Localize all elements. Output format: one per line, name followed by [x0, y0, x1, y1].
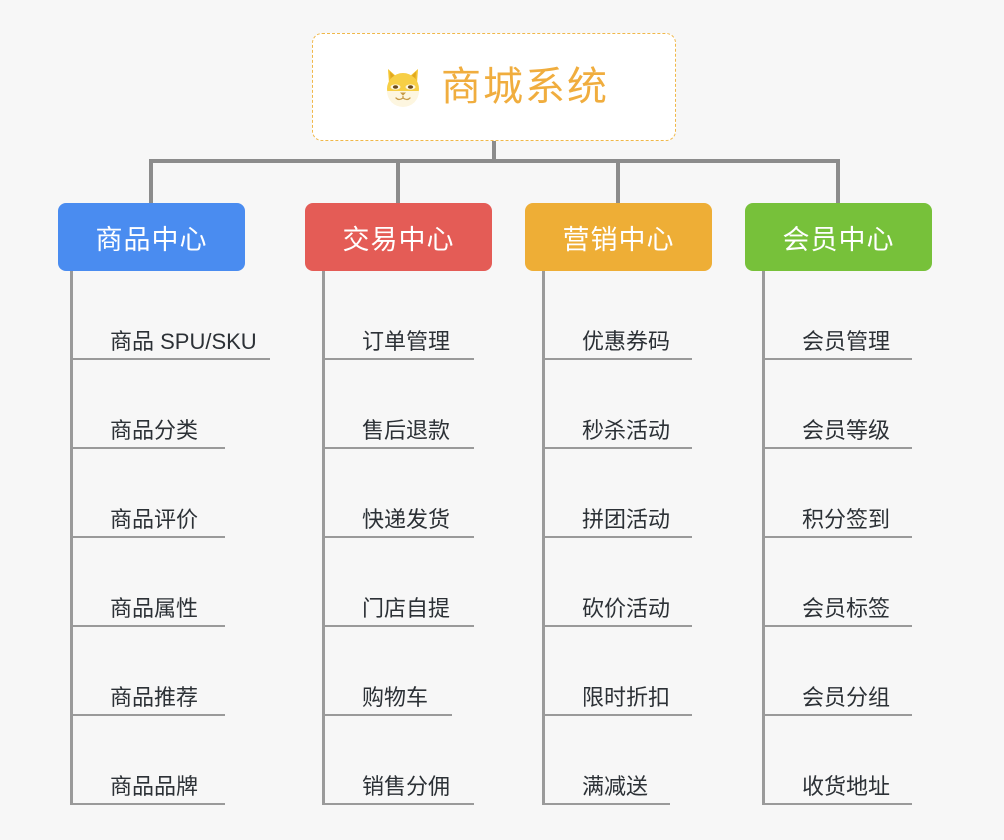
category-label: 交易中心	[342, 224, 455, 255]
leaf-item[interactable]: 购物车	[322, 627, 522, 716]
leaf-item-label: 订单管理	[362, 328, 451, 354]
connector-bus	[150, 159, 840, 163]
leaf-item-underline	[322, 803, 474, 805]
root-title: 商城系统	[441, 65, 609, 109]
leaf-item[interactable]: 会员分组	[762, 627, 962, 716]
category-label: 营销中心	[562, 224, 675, 255]
leaf-item-label: 商品评价	[110, 506, 199, 532]
connector-drop-0	[149, 159, 153, 203]
leaf-item-underline	[762, 714, 912, 716]
category-box-2[interactable]: 营销中心	[525, 203, 712, 271]
leaf-column-1: 订单管理售后退款快递发货门店自提购物车销售分佣	[322, 271, 522, 805]
leaf-item[interactable]: 商品推荐	[70, 627, 270, 716]
leaf-item[interactable]: 满减送	[542, 716, 742, 805]
shiba-dog-face-icon	[379, 63, 427, 111]
leaf-column-2: 优惠券码秒杀活动拼团活动砍价活动限时折扣满减送	[542, 271, 742, 805]
leaf-item-label: 满减送	[582, 773, 649, 799]
leaf-item-underline	[542, 358, 692, 360]
leaf-item-label: 收货地址	[802, 773, 891, 799]
leaf-item-underline	[322, 625, 474, 627]
connector-drop-1	[396, 159, 400, 203]
leaf-item-underline	[322, 714, 452, 716]
leaf-item[interactable]: 售后退款	[322, 360, 522, 449]
leaf-item[interactable]: 商品 SPU/SKU	[70, 271, 270, 360]
leaf-item-underline	[70, 447, 225, 449]
leaf-column-3: 会员管理会员等级积分签到会员标签会员分组收货地址	[762, 271, 962, 805]
leaf-item[interactable]: 商品属性	[70, 538, 270, 627]
leaf-item-underline	[762, 358, 912, 360]
leaf-item[interactable]: 积分签到	[762, 449, 962, 538]
leaf-item[interactable]: 商品品牌	[70, 716, 270, 805]
leaf-item-label: 优惠券码	[582, 328, 671, 354]
leaf-item[interactable]: 订单管理	[322, 271, 522, 360]
leaf-item-label: 商品推荐	[110, 684, 199, 710]
leaf-item-underline	[762, 625, 912, 627]
leaf-item[interactable]: 砍价活动	[542, 538, 742, 627]
category-box-1[interactable]: 交易中心	[305, 203, 492, 271]
leaf-item-label: 秒杀活动	[582, 417, 671, 443]
leaf-item[interactable]: 商品评价	[70, 449, 270, 538]
leaf-item-label: 会员分组	[802, 684, 891, 710]
leaf-item-label: 限时折扣	[582, 684, 671, 710]
leaf-item[interactable]: 会员标签	[762, 538, 962, 627]
leaf-item-underline	[542, 536, 692, 538]
leaf-spine	[322, 271, 325, 805]
leaf-item[interactable]: 商品分类	[70, 360, 270, 449]
leaf-item-underline	[322, 358, 474, 360]
leaf-spine	[70, 271, 73, 805]
leaf-item[interactable]: 门店自提	[322, 538, 522, 627]
leaf-item[interactable]: 会员管理	[762, 271, 962, 360]
leaf-item-label: 快递发货	[362, 506, 451, 532]
connector-drop-2	[616, 159, 620, 203]
leaf-item-underline	[762, 447, 912, 449]
connector-drop-3	[836, 159, 840, 203]
leaf-item[interactable]: 收货地址	[762, 716, 962, 805]
leaf-item[interactable]: 快递发货	[322, 449, 522, 538]
leaf-spine	[762, 271, 765, 805]
category-box-0[interactable]: 商品中心	[58, 203, 245, 271]
leaf-item[interactable]: 拼团活动	[542, 449, 742, 538]
leaf-item-underline	[322, 447, 474, 449]
root-node-shop-system[interactable]: 商城系统	[312, 33, 676, 141]
leaf-item-underline	[70, 358, 270, 360]
category-label: 会员中心	[782, 224, 895, 255]
leaf-item[interactable]: 优惠券码	[542, 271, 742, 360]
leaf-column-0: 商品 SPU/SKU 商品分类商品评价商品属性商品推荐商品品牌	[70, 271, 270, 805]
leaf-item-underline	[322, 536, 474, 538]
leaf-item-label: 商品 SPU/SKU	[110, 328, 257, 354]
category-box-3[interactable]: 会员中心	[745, 203, 932, 271]
leaf-item-label: 会员等级	[802, 417, 891, 443]
leaf-item-underline	[762, 536, 912, 538]
leaf-item-underline	[70, 803, 225, 805]
leaf-spine	[542, 271, 545, 805]
leaf-item-label: 商品属性	[110, 595, 199, 621]
leaf-item-label: 会员标签	[802, 595, 891, 621]
leaf-item-label: 商品品牌	[110, 773, 199, 799]
leaf-item-underline	[70, 536, 225, 538]
leaf-item-label: 拼团活动	[582, 506, 671, 532]
leaf-item-underline	[542, 625, 692, 627]
leaf-item-label: 门店自提	[362, 595, 451, 621]
leaf-item-label: 销售分佣	[362, 773, 451, 799]
leaf-item-label: 砍价活动	[582, 595, 671, 621]
category-label: 商品中心	[95, 224, 208, 255]
leaf-item[interactable]: 销售分佣	[322, 716, 522, 805]
connector-root-stem	[492, 141, 496, 162]
leaf-item-label: 购物车	[362, 684, 429, 710]
leaf-item-underline	[762, 803, 912, 805]
leaf-item-underline	[542, 714, 692, 716]
leaf-item-label: 售后退款	[362, 417, 451, 443]
leaf-item-underline	[70, 625, 225, 627]
leaf-item[interactable]: 秒杀活动	[542, 360, 742, 449]
leaf-item-underline	[542, 803, 670, 805]
leaf-item-label: 会员管理	[802, 328, 891, 354]
leaf-item-underline	[542, 447, 692, 449]
leaf-item[interactable]: 限时折扣	[542, 627, 742, 716]
leaf-item[interactable]: 会员等级	[762, 360, 962, 449]
leaf-item-label: 积分签到	[802, 506, 891, 532]
leaf-item-label: 商品分类	[110, 417, 199, 443]
leaf-item-underline	[70, 714, 225, 716]
